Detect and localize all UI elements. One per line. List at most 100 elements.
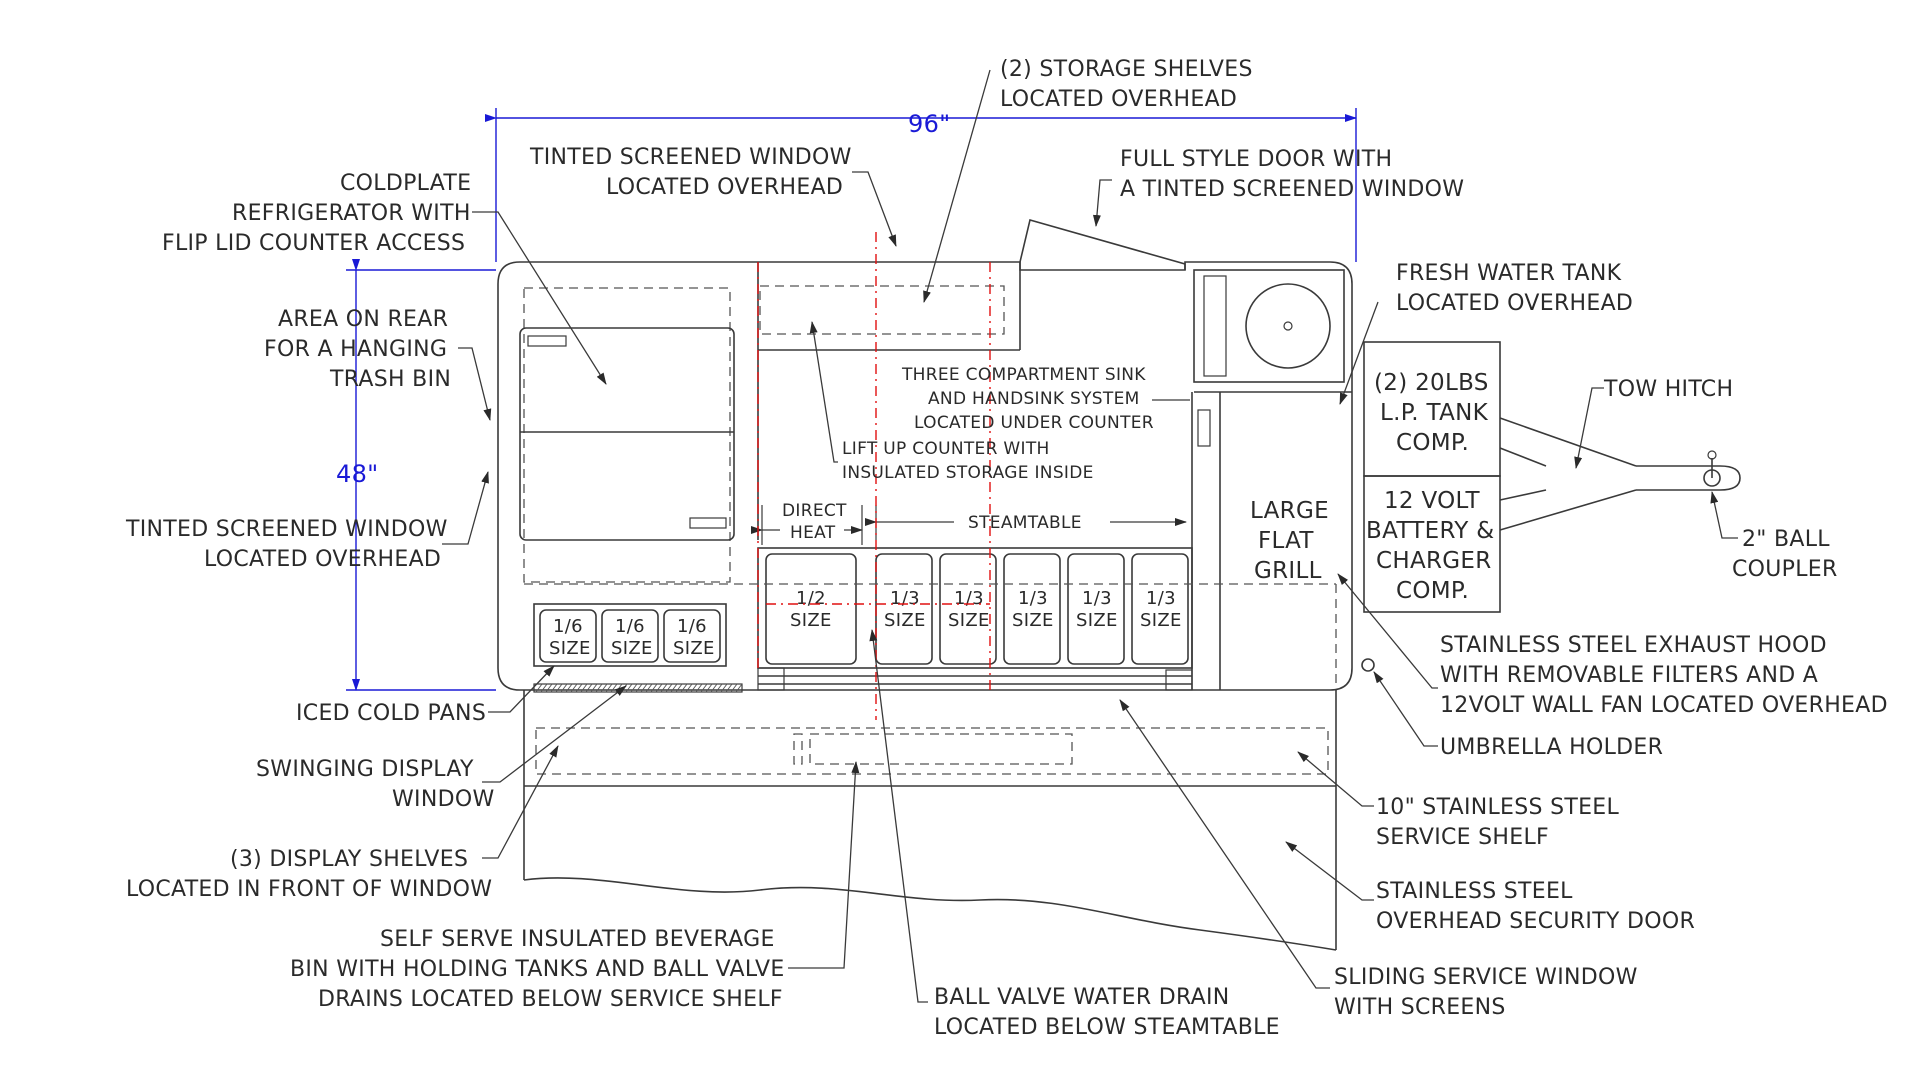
battery-line-1: 12 VOLT (1384, 488, 1480, 514)
callout-storage-shelves: (2) STORAGE SHELVES LOCATED OVERHEAD (1000, 57, 1252, 112)
coldplate-line-3: FLIP LID COUNTER ACCESS (162, 231, 465, 256)
sliding-window-line-1: SLIDING SERVICE WINDOW (1334, 965, 1638, 990)
security-door-line-2: OVERHEAD SECURITY DOOR (1376, 909, 1695, 934)
callout-display-shelves: (3) DISPLAY SHELVES LOCATED IN FRONT OF … (126, 847, 492, 902)
callout-trash-bin: AREA ON REAR FOR A HANGING TRASH BIN (264, 307, 451, 392)
window-hatch-line (705, 683, 713, 693)
sliding-window-line-2: WITH SCREENS (1334, 995, 1506, 1020)
pan-1-6-b-bottom: SIZE (611, 638, 653, 659)
window-hatch-line (610, 683, 618, 693)
callout-lift-counter: LIFT UP COUNTER WITH INSULATED STORAGE I… (842, 439, 1094, 483)
window-hatch-line (540, 683, 548, 693)
beverage-bin-line-1: SELF SERVE INSULATED BEVERAGE (380, 927, 775, 952)
window-hatch-line (565, 683, 573, 693)
lift-counter-line-2: INSULATED STORAGE INSIDE (842, 463, 1094, 483)
centerlines (757, 232, 991, 720)
window-hatch-line (655, 683, 663, 693)
battery-line-3: CHARGER (1376, 548, 1492, 574)
beverage-bin-line-2: BIN WITH HOLDING TANKS AND BALL VALVE (290, 957, 785, 982)
battery-line-2: BATTERY & (1366, 518, 1494, 544)
fresh-water-line-2: LOCATED OVERHEAD (1396, 291, 1633, 316)
callout-sliding-window: SLIDING SERVICE WINDOW WITH SCREENS (1334, 965, 1638, 1020)
pan-1-6-b-top: 1/6 (615, 616, 645, 637)
window-hatch-line (595, 683, 603, 693)
fresh-water-line-1: FRESH WATER TANK (1396, 261, 1622, 286)
three-sink-line-1: THREE COMPARTMENT SINK (901, 365, 1146, 385)
depth-dimension-label: 48" (336, 460, 378, 488)
callout-security-door: STAINLESS STEEL OVERHEAD SECURITY DOOR (1376, 879, 1695, 934)
service-shelf-line-1: 10" STAINLESS STEEL (1376, 795, 1619, 820)
direct-heat-line-1: DIRECT (782, 501, 847, 521)
window-hatch-line (735, 683, 743, 693)
iced-pans-label: ICED COLD PANS (296, 701, 486, 726)
ball-valve-line-2: LOCATED BELOW STEAMTABLE (934, 1015, 1280, 1040)
callout-tinted-window-left: TINTED SCREENED WINDOW LOCATED OVERHEAD (125, 517, 448, 572)
exhaust-hood-line-3: 12VOLT WALL FAN LOCATED OVERHEAD (1440, 693, 1888, 718)
window-hatch-line (635, 683, 643, 693)
callout-coldplate: COLDPLATE REFRIGERATOR WITH FLIP LID COU… (162, 171, 471, 256)
callout-swinging-window: SWINGING DISPLAY WINDOW (256, 757, 495, 812)
window-hatch-line (590, 683, 598, 693)
coldplate-line-1: COLDPLATE (340, 171, 471, 196)
callout-ball-valve: BALL VALVE WATER DRAIN LOCATED BELOW STE… (934, 985, 1280, 1040)
window-hatch-line (720, 683, 728, 693)
window-hatch-line (670, 683, 678, 693)
window-hatch-line (560, 683, 568, 693)
window-hatch-line (650, 683, 658, 693)
callout-tow-hitch: TOW HITCH (1603, 377, 1733, 402)
callout-fresh-water: FRESH WATER TANK LOCATED OVERHEAD (1396, 261, 1633, 316)
tow-hitch (1499, 417, 1741, 531)
window-hatch-line (630, 683, 638, 693)
full-door-line-2: A TINTED SCREENED WINDOW (1120, 177, 1464, 202)
battery-line-4: COMP. (1396, 578, 1469, 604)
callout-three-sink: THREE COMPARTMENT SINK AND HANDSINK SYST… (901, 365, 1154, 433)
callout-ball-coupler: 2" BALL COUPLER (1732, 527, 1838, 582)
storage-shelves-line-2: LOCATED OVERHEAD (1000, 87, 1237, 112)
window-hatch-line (700, 683, 708, 693)
pan-1-3-c-top: 1/3 (1018, 588, 1048, 609)
window-hatch-line (625, 683, 633, 693)
swinging-display-window (533, 683, 743, 693)
width-dimension-label: 96" (908, 110, 950, 138)
window-hatch-line (715, 683, 723, 693)
window-hatch-line (685, 683, 693, 693)
leader-lines (442, 69, 1738, 1003)
coldplate-line-2: REFRIGERATOR WITH (232, 201, 471, 226)
callout-umbrella: UMBRELLA HOLDER (1440, 735, 1663, 760)
tinted-window-left-line-1: TINTED SCREENED WINDOW (125, 517, 448, 542)
pan-1-3-e-top: 1/3 (1146, 588, 1176, 609)
pan-1-3-b-top: 1/3 (954, 588, 984, 609)
handsink (1193, 269, 1352, 447)
pan-1-3-b-bottom: SIZE (948, 610, 990, 631)
full-door-line-1: FULL STYLE DOOR WITH (1120, 147, 1392, 172)
lp-tank-line-1: (2) 20LBS (1374, 370, 1489, 396)
window-hatch-line (550, 683, 558, 693)
window-hatch-line (575, 683, 583, 693)
service-shelf-line-2: SERVICE SHELF (1376, 825, 1549, 850)
umbrella-holder-icon (1361, 658, 1375, 672)
window-hatch-line (535, 683, 543, 693)
window-hatch-line (570, 683, 578, 693)
beverage-bin-line-3: DRAINS LOCATED BELOW SERVICE SHELF (318, 987, 783, 1012)
swinging-window-line-2: WINDOW (392, 787, 495, 812)
pan-1-6-c-top: 1/6 (677, 616, 707, 637)
lp-tank-line-3: COMP. (1396, 430, 1469, 456)
callout-iced-pans: ICED COLD PANS (296, 701, 486, 726)
pan-1-2-top: 1/2 (796, 588, 826, 609)
service-shelf (523, 690, 1337, 951)
door-outline (1019, 219, 1186, 270)
three-sink-line-2: AND HANDSINK SYSTEM (928, 389, 1140, 409)
callout-full-door: FULL STYLE DOOR WITH A TINTED SCREENED W… (1120, 147, 1464, 202)
ball-coupler-line-2: COUPLER (1732, 557, 1838, 582)
pan-1-3-d-top: 1/3 (1082, 588, 1112, 609)
depth-dimension: 48" (336, 259, 496, 691)
pan-1-6-a-bottom: SIZE (549, 638, 591, 659)
grill-line-2: FLAT (1258, 528, 1314, 554)
three-sink-line-3: LOCATED UNDER COUNTER (914, 413, 1154, 433)
exhaust-hood-line-1: STAINLESS STEEL EXHAUST HOOD (1440, 633, 1827, 658)
tinted-window-left-line-2: LOCATED OVERHEAD (204, 547, 441, 572)
width-dimension: 96" (485, 108, 1357, 262)
trailer-body (497, 219, 1353, 691)
pan-1-3-e-bottom: SIZE (1140, 610, 1182, 631)
